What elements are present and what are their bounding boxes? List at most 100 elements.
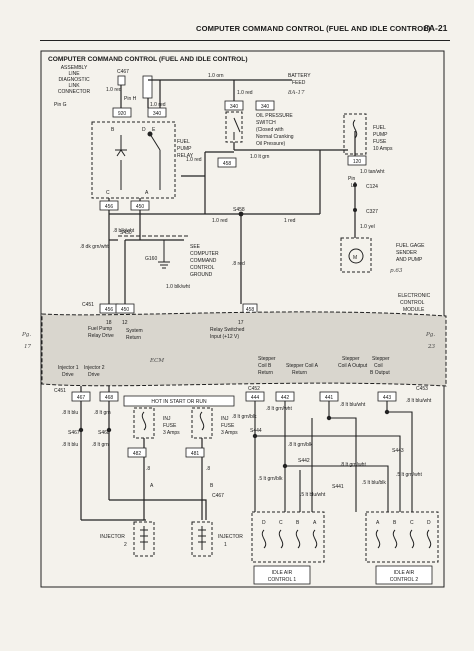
svg-text:Injector 1: Injector 1 [58,365,79,371]
c453-label: C453 [416,386,428,392]
svg-text:458: 458 [223,161,232,167]
svg-text:456: 456 [105,307,114,313]
inj-wire-pink-1: .8 [146,466,150,472]
svg-text:458: 458 [246,307,255,313]
svg-text:RELAY: RELAY [177,153,194,159]
svg-text:B Output: B Output [370,370,390,376]
svg-text:FEED: FEED [292,80,306,86]
svg-text:SENDER: SENDER [396,250,417,256]
ecm-pin-18: 18 [106,320,112,326]
svg-text:.8 lt blu/wht: .8 lt blu/wht [406,398,432,404]
svg-text:Return: Return [292,370,307,376]
svg-text:450: 450 [121,307,130,313]
svg-text:DIAGNOSTIC: DIAGNOSTIC [58,77,90,83]
inj-fuse-2: INJ FUSE 3 Amps [191,407,238,439]
svg-text:BATTERY: BATTERY [288,73,311,79]
svg-text:INJ: INJ [163,416,171,422]
relay-pin-letters: B D E C A [106,127,156,196]
svg-text:MODULE: MODULE [403,307,425,313]
svg-text:120: 120 [353,159,362,165]
g160-label: G160 [145,256,157,262]
svg-text:.8 lt blu: .8 lt blu [62,410,78,416]
inj-pin-a: A [150,483,154,489]
svg-text:A: A [376,520,380,526]
c467-lower: C467 [212,493,224,499]
oil-pressure-switch [225,111,243,143]
svg-text:PUMP: PUMP [373,132,388,138]
svg-text:LINE: LINE [68,71,80,77]
injector-2: INJECTOR 2 [100,521,155,557]
svg-text:Input (+12 V): Input (+12 V) [210,334,239,340]
svg-text:C: C [279,520,283,526]
ecm-pin-desc-injectors: Injector 1 Drive Injector 2 Drive [58,365,105,378]
svg-text:SEE: SEE [190,244,201,250]
svg-text:Return: Return [258,370,273,376]
pin-l: L [351,183,354,189]
c467-top: C467 [117,69,129,75]
svg-text:Coil A Output: Coil A Output [338,363,368,369]
svg-text:A: A [313,520,317,526]
fuel-pump-relay-box [91,121,176,199]
svg-text:23: 23 [427,344,436,350]
relay-coil [115,131,161,190]
ecm-pin-desc-fuel-pump: Fuel Pump Relay Drive [88,326,114,339]
wire-relay-red: 1.0 red [186,157,202,163]
ecm-pin-desc-system-return: System Return [126,328,143,341]
splice-s467: S467 [68,430,80,436]
ground-label: SEE COMPUTER COMMAND CONTROL GROUND [190,244,219,278]
battery-feed-label: BATTERY FEED [288,73,311,86]
wire-top-red-2: 1.0 red [237,90,253,96]
iac-splices [252,409,390,469]
svg-text:Drive: Drive [62,372,74,378]
injector-1: INJECTOR 1 [191,521,243,557]
c327-dot [353,208,357,212]
svg-text:17: 17 [24,344,32,350]
diagram-title: COMPUTER COMMAND CONTROL (FUEL AND IDLE … [48,56,248,63]
svg-text:Pg.: Pg. [21,332,31,338]
svg-text:Normal Cranking: Normal Cranking [256,134,294,140]
annotation-pg-right: Pg. 23 [425,332,436,350]
svg-text:Relay Switched: Relay Switched [210,327,245,333]
inj-circuit-482: 482 [133,451,142,457]
svg-text:IDLE AIR: IDLE AIR [272,570,293,576]
ecm-label: ELECTRONIC CONTROL MODULE [398,293,431,313]
splice-s442: S442 [298,458,310,464]
svg-text:Stepper: Stepper [372,356,390,362]
ecm-pin-desc-relay-switched: Relay Switched Input (+12 V) [210,327,245,340]
inj-circuit-boxes [127,447,205,458]
c452-label: C452 [248,386,260,392]
ecm-module-band [41,311,447,387]
svg-text:OIL PRESSURE: OIL PRESSURE [256,113,293,119]
svg-text:340: 340 [153,111,162,117]
svg-text:10 Amps: 10 Amps [373,146,393,152]
annotation-pg-left: Pg. 17 [21,332,32,350]
svg-text:(Closed with: (Closed with [256,127,284,133]
svg-text:D: D [142,127,146,133]
svg-text:Relay Drive: Relay Drive [88,333,114,339]
svg-text:.8 lt blu: .8 lt blu [62,442,78,448]
injector-wire-labels: .8 lt blu .8 lt grn .8 lt blu .8 lt grn [62,410,111,448]
svg-text:AND PUMP: AND PUMP [396,257,423,263]
wire-red-down: .8 red [232,261,245,267]
wire-tan-wht: 1.0 tan/wht [360,169,385,175]
svg-text:Drive: Drive [88,372,100,378]
splice-s441: S441 [332,484,344,490]
svg-text:450: 450 [136,204,145,210]
svg-text:Stepper: Stepper [258,356,276,362]
wire-blkwht-1: .8 blk/wht [113,228,135,234]
svg-text:GROUND: GROUND [190,272,213,278]
annotation-8a17: 8A-17 [288,90,305,96]
svg-text:443: 443 [383,395,392,401]
ecm-pin-desc-stepper: Stepper Coil B Return Stepper Coil A Ret… [258,356,390,376]
inj-circuit-481: 481 [191,451,200,457]
svg-text:442: 442 [281,395,290,401]
wire-dkgrnwht: .8 dk grn/wht [80,244,109,250]
svg-text:D: D [427,520,431,526]
svg-text:FUEL: FUEL [177,139,190,145]
svg-text:LINK: LINK [68,83,80,89]
c451-label: C451 [82,302,94,308]
aldl-fork-shape [142,75,153,99]
aldl-pin-g: Pin G [54,102,67,108]
svg-text:CONTROL: CONTROL [400,300,425,306]
svg-text:340: 340 [261,104,270,110]
